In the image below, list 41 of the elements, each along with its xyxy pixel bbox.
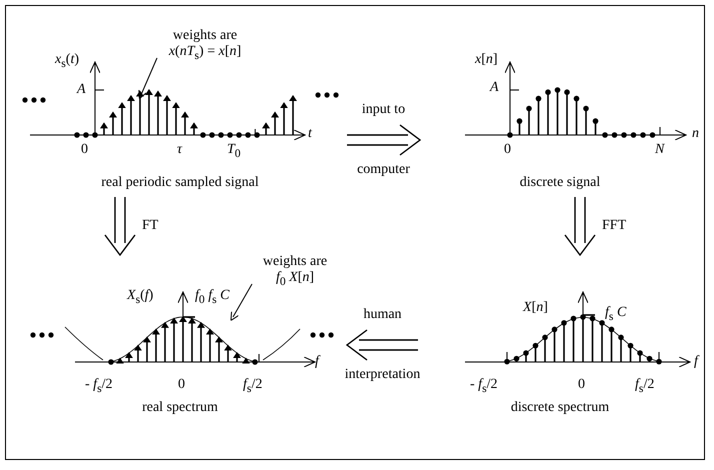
plot-caption: discrete signal — [518, 175, 602, 191]
hollow-arrow — [346, 329, 419, 361]
edge-label: input to computer — [356, 101, 411, 179]
edge-label: human interpretation — [344, 306, 422, 384]
annotation-text: x(nT$_{s}$) = x[n] — [168, 44, 242, 64]
leader-line — [138, 58, 158, 100]
hollow-arrow — [346, 124, 422, 156]
axis-label: - f$_{s}$/2 — [85, 377, 112, 397]
axis-label: f$_{s}$ C — [605, 305, 626, 325]
axis-label: 0 — [504, 142, 511, 158]
axis-label: T$_{0}$ — [227, 142, 241, 162]
axis-label: 0 — [578, 377, 585, 393]
axis-label: f — [315, 354, 319, 370]
axis-label: f$_{s}$/2 — [243, 377, 262, 397]
axis-label: t — [308, 126, 312, 142]
axis-label: N — [655, 142, 664, 158]
annotation-text: weights are — [172, 28, 238, 44]
axis-label: X$_{s}$(f) — [127, 288, 154, 308]
axis-label: X[n] — [523, 300, 548, 316]
axis-label: - f$_{s}$/2 — [470, 377, 498, 397]
axis-label: x[n] — [475, 52, 498, 68]
edge-label: FT — [142, 218, 160, 234]
axis-label: 0 — [178, 377, 185, 393]
axis-label: f$_{s}$/2 — [635, 377, 654, 397]
axis-label: n — [692, 126, 699, 142]
annotation-text: f$_{0}$ X[n] — [274, 270, 316, 290]
hollow-arrow — [564, 196, 596, 256]
axis-label: A — [490, 80, 499, 96]
axis-label: A — [77, 82, 86, 98]
axis-label: x$_{s}$(t) — [55, 52, 79, 72]
axis-label: f$_{0}$ f$_{s}$ C — [195, 288, 230, 308]
axis-label: f — [694, 354, 698, 370]
hollow-arrow — [104, 196, 136, 256]
axis-label: τ — [177, 142, 182, 158]
plot-caption: real spectrum — [141, 400, 219, 416]
edge-label: FFT — [602, 218, 628, 234]
plot-caption: real periodic sampled signal — [100, 175, 260, 191]
annotation-text: weights are — [262, 254, 328, 270]
axis-label: 0 — [81, 142, 88, 158]
plot-caption: discrete spectrum — [510, 400, 610, 416]
leader-line — [230, 284, 252, 321]
